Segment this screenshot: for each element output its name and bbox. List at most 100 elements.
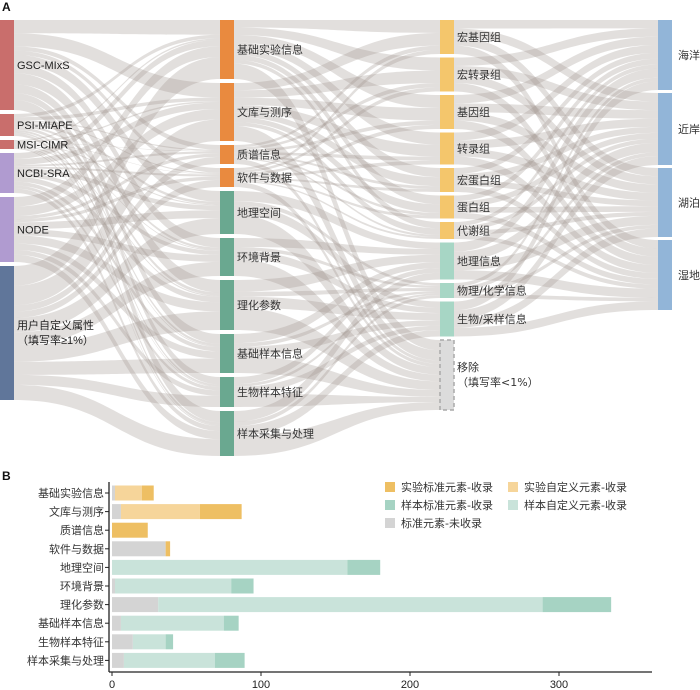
- sankey-link: [234, 191, 440, 249]
- sankey-link: [234, 355, 440, 397]
- sankey-node: [220, 168, 234, 187]
- sankey-link: [234, 49, 440, 171]
- bar-segment: [112, 634, 133, 650]
- sankey-node-sublabel: （填写率<1%）: [457, 375, 539, 389]
- bar-segment: [158, 597, 543, 613]
- sankey-node-label: 软件与数据: [237, 171, 292, 185]
- x-tick-label: 300: [550, 679, 568, 690]
- sankey-link: [234, 402, 440, 456]
- sankey-link: [14, 73, 220, 293]
- sankey-link: [234, 287, 440, 297]
- sankey-node: [440, 301, 454, 337]
- sankey-link: [454, 156, 658, 320]
- bar-segment: [112, 615, 121, 631]
- bar-segment: [165, 634, 174, 650]
- sankey-link: [14, 176, 220, 303]
- sankey-link: [234, 45, 440, 148]
- sankey-link: [234, 49, 440, 178]
- sankey-link: [454, 64, 658, 227]
- y-tick-label: 环境背景: [60, 579, 104, 593]
- y-tick-label: 基础样本信息: [38, 616, 104, 630]
- sankey-link: [14, 33, 220, 98]
- sankey-node: [220, 20, 234, 79]
- sankey-link: [454, 180, 658, 207]
- sankey-link: [14, 119, 220, 306]
- sankey-link: [234, 201, 440, 286]
- sankey-link: [14, 39, 220, 159]
- sankey-link: [454, 211, 658, 235]
- sankey-link: [14, 129, 220, 347]
- sankey-link: [14, 46, 220, 207]
- legend-label: 样本标准元素-收录: [401, 498, 493, 512]
- y-tick-label: 软件与数据: [49, 542, 104, 556]
- sankey-link: [454, 103, 658, 119]
- sankey-link: [234, 272, 440, 422]
- sankey-link: [454, 112, 658, 193]
- sankey-node-label: 蛋白组: [457, 200, 490, 214]
- sankey-link: [234, 70, 440, 98]
- bar-segment: [120, 504, 200, 520]
- sankey-node-label: 文库与测序: [237, 105, 292, 119]
- sankey-link: [14, 102, 220, 165]
- sankey-node-label: 环境背景: [237, 250, 281, 264]
- sankey-node: [0, 114, 14, 136]
- sankey-link: [14, 46, 220, 150]
- sankey-link: [14, 122, 220, 205]
- sankey-links: [14, 20, 658, 456]
- sankey-node-label: 宏蛋白组: [457, 173, 501, 187]
- sankey-node: [220, 334, 234, 373]
- sankey-link: [234, 154, 440, 190]
- sankey-link: [14, 147, 220, 427]
- sankey-node-label: 地理空间: [237, 206, 281, 220]
- bar-segment: [231, 578, 254, 594]
- sankey-link: [14, 179, 220, 318]
- sankey-node: [440, 57, 454, 92]
- sankey-node: [658, 240, 672, 310]
- sankey-link: [454, 74, 658, 185]
- sankey-link: [234, 259, 440, 382]
- sankey-node-label: 地理信息: [457, 254, 501, 268]
- sankey-link: [14, 121, 220, 174]
- sankey-link: [14, 217, 220, 333]
- sankey-link: [234, 157, 440, 237]
- sankey-link: [14, 153, 220, 220]
- sankey-link: [14, 261, 220, 346]
- sankey-link: [14, 143, 220, 175]
- sankey-link: [234, 250, 440, 314]
- sankey-link: [234, 180, 440, 239]
- sankey-link: [234, 393, 440, 407]
- sankey-node: [440, 20, 454, 54]
- y-tick-label: 质谱信息: [60, 523, 104, 537]
- sankey-link: [14, 249, 220, 396]
- sankey-link: [14, 133, 220, 425]
- bar-segment: [214, 652, 245, 668]
- bar-segment: [120, 615, 224, 631]
- sankey-node-label: 基础样本信息: [237, 347, 303, 361]
- sankey-node: [440, 168, 454, 192]
- sankey-link: [14, 176, 220, 223]
- y-tick-label: 样本采集与处理: [27, 653, 104, 667]
- sankey-node: [0, 197, 14, 262]
- sankey-link: [454, 83, 658, 257]
- sankey-node: [220, 280, 234, 330]
- sankey-link: [14, 50, 220, 173]
- bar-segment: [132, 634, 166, 650]
- sankey-link: [14, 143, 220, 206]
- sankey-node: [0, 20, 14, 110]
- sankey-link: [234, 120, 440, 153]
- sankey-link: [234, 320, 440, 356]
- sankey-node: [658, 20, 672, 90]
- sankey-node-label: NODE: [17, 225, 49, 237]
- sankey-link: [454, 152, 658, 291]
- sankey-node-label: 质谱信息: [237, 148, 281, 162]
- sankey-node-label: 近岸: [678, 123, 700, 136]
- sankey-link: [14, 181, 220, 352]
- sankey-link: [14, 99, 220, 423]
- sankey-link: [234, 34, 440, 108]
- sankey-node: [440, 132, 454, 165]
- sankey-node-label: 海洋: [678, 48, 700, 62]
- sankey-link: [454, 81, 658, 311]
- sankey-link: [234, 125, 440, 361]
- bar-segment: [112, 485, 115, 501]
